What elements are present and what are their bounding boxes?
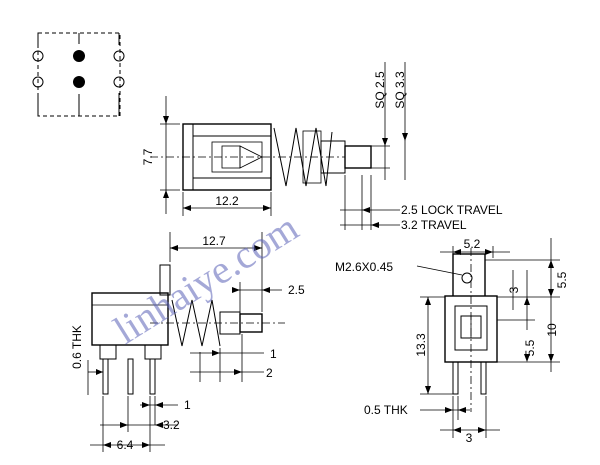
dim-5-5-top: 5.5	[555, 271, 569, 288]
mount-plate	[452, 253, 486, 301]
dim-12-7: 12.7	[202, 234, 226, 248]
pin-solid	[73, 76, 85, 88]
watermark-text: linhaiye.com	[106, 204, 306, 352]
dim-1-side: 1	[270, 347, 277, 361]
pin-hole	[32, 76, 44, 88]
dim-sq-3-3: SQ 3.3	[393, 71, 407, 109]
dim-5-5-bottom: 5.5	[523, 339, 537, 356]
pin-solid	[73, 50, 85, 62]
spring	[273, 127, 333, 187]
dim-7-7: 7.7	[141, 148, 155, 165]
mount-bracket	[159, 264, 171, 296]
pin-layout	[32, 32, 125, 117]
dim-3-vert: 3	[507, 286, 521, 293]
front-view: 5.2 M2.6X0.45 5.5 3 10 5.5 13.3 0.5 T	[335, 237, 569, 445]
pin-hole	[113, 76, 125, 88]
top-side-view: 7.7 12.2 SQ 2.5 SQ 3.3 2.5 LOCK TRAVEL 3…	[141, 62, 503, 232]
dim-6-4: 6.4	[117, 438, 134, 452]
actuator-tip	[344, 145, 372, 169]
dim-5-2: 5.2	[464, 237, 481, 251]
dim-3-bottom: 3	[466, 431, 473, 445]
mount-hole	[461, 272, 473, 284]
pin-hole	[32, 50, 44, 62]
dim-lock-travel: 2.5 LOCK TRAVEL	[401, 203, 503, 217]
dim-sq-2-5: SQ 2.5	[373, 71, 387, 109]
dim-13-3: 13.3	[414, 333, 428, 357]
dim-2-5-side: 2.5	[288, 283, 305, 297]
dim-0-5-thk: 0.5 THK	[364, 403, 408, 417]
dim-2-side: 2	[266, 366, 273, 380]
pin-hole	[113, 50, 125, 62]
dim-travel: 3.2 TRAVEL	[401, 218, 467, 232]
dim-12-2: 12.2	[215, 194, 239, 208]
bottom-side-view: 12.7 2.5 1 2 0.6 THK 1	[70, 232, 305, 452]
dim-0-6-thk: 0.6 THK	[70, 325, 84, 369]
dim-10: 10	[545, 323, 559, 337]
dim-3-2: 3.2	[163, 418, 180, 432]
dim-m2-6: M2.6X0.45	[335, 260, 393, 274]
dim-1-bottom: 1	[184, 398, 191, 412]
spring-side	[171, 299, 221, 347]
switch-body-side	[91, 292, 169, 346]
